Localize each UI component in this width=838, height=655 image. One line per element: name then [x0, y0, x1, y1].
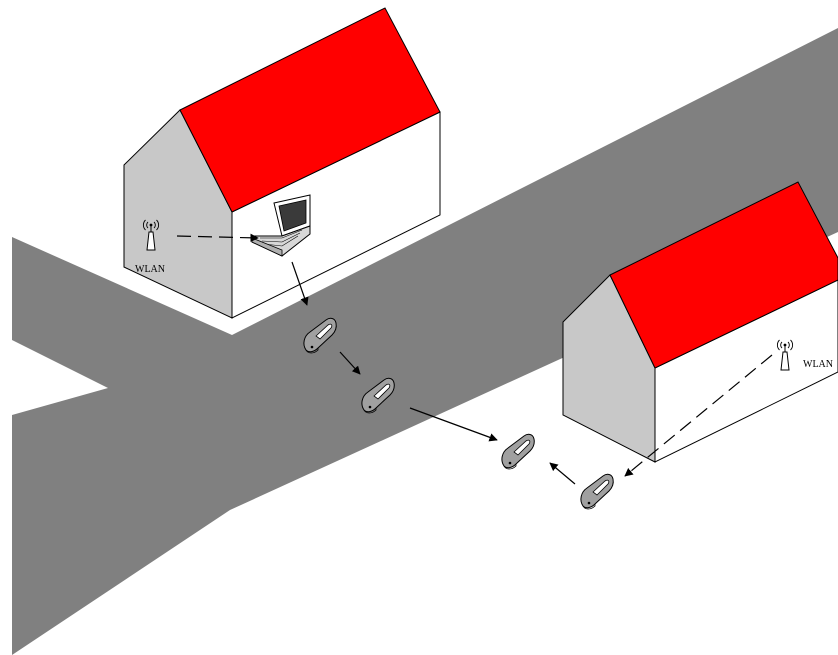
- house-right: [562, 181, 838, 463]
- connections: [176, 233, 773, 485]
- mobile-phone-icon: [580, 473, 614, 510]
- road: [12, 28, 838, 655]
- wlan-access-point-right: WLAN: [776, 339, 833, 371]
- movement-arrow-2: [339, 351, 361, 375]
- house-left: [123, 7, 441, 319]
- house-left-roof: [179, 7, 441, 213]
- movement-arrow-4: [549, 462, 576, 485]
- laptop-icon: [251, 194, 311, 257]
- movement-arrow-3: [409, 407, 498, 442]
- house-right-roof: [609, 181, 838, 369]
- wlan-access-point-left: WLAN: [135, 219, 165, 275]
- wlan-link-right: [624, 354, 773, 477]
- wlan-label-left: WLAN: [135, 264, 165, 275]
- wlan-label-right: WLAN: [803, 359, 833, 370]
- movement-arrow-1: [291, 261, 309, 306]
- wlan-link-left: [176, 233, 259, 243]
- mobile-phone-icon: [501, 433, 535, 470]
